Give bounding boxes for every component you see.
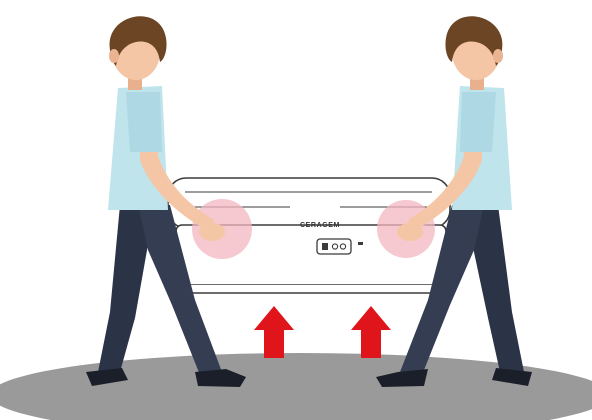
ear <box>493 49 503 63</box>
device-brand-label: CERAGEM <box>300 222 340 229</box>
lift-arrow-icon <box>351 306 391 358</box>
ear <box>109 49 119 63</box>
hand <box>397 223 423 241</box>
device-base <box>176 285 446 293</box>
sleeve <box>126 92 162 152</box>
sleeve <box>460 92 496 152</box>
lift-arrow-icon <box>254 306 294 358</box>
hand <box>199 223 225 241</box>
